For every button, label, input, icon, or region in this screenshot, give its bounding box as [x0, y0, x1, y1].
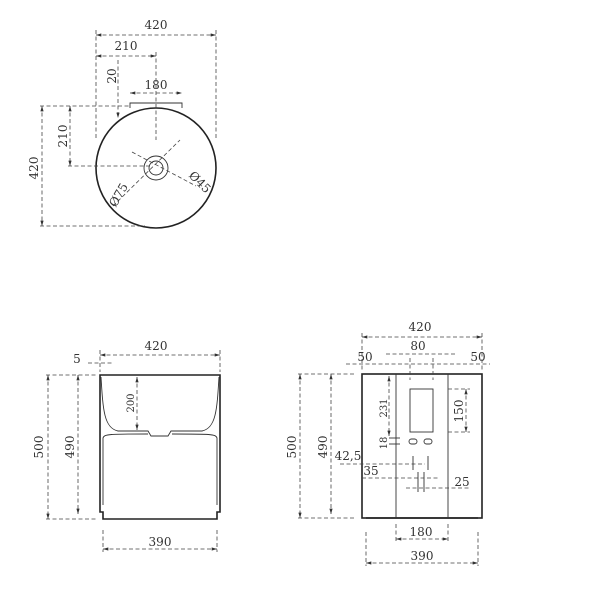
dim-drain-inner: Ø45: [186, 168, 214, 196]
dim-tab-width: 180: [145, 78, 168, 92]
dim-drain-outer: Ø75: [106, 181, 131, 210]
dim-top-half-width: 210: [115, 39, 138, 53]
dim-offset-a: 42,5: [335, 449, 362, 463]
dim-side-height: 500: [285, 436, 299, 459]
drain-outer: [143, 155, 169, 181]
slot-right: [423, 438, 433, 445]
dim-window-height: 150: [452, 400, 466, 423]
dim-top-half-depth: 210: [56, 125, 70, 148]
dim-window-top: 231: [379, 398, 390, 417]
back-tab: [129, 102, 183, 108]
dim-top-width: 420: [145, 18, 168, 32]
dim-offset-c: 25: [454, 475, 469, 489]
dim-top-depth: 420: [27, 157, 41, 180]
dim-side-right-margin: 50: [470, 350, 485, 364]
front-outline: [99, 374, 221, 520]
drain-inner: [148, 160, 164, 176]
window-cutout: [409, 388, 434, 433]
dim-offset-b: 35: [363, 464, 378, 478]
slot-left: [408, 438, 418, 445]
front-view: 420 5 500 490 200 390: [32, 339, 221, 552]
dim-side-base-width: 390: [411, 549, 434, 563]
dim-basin-depth: 200: [126, 393, 137, 412]
dim-top-offset: 20: [105, 68, 119, 83]
dim-panel-width: 180: [410, 525, 433, 539]
dim-front-width: 420: [145, 339, 168, 353]
dim-slot-gap: 18: [379, 437, 390, 450]
dim-front-base-width: 390: [149, 535, 172, 549]
dim-front-wall: 5: [73, 352, 81, 366]
basin-curve: [100, 376, 220, 437]
dim-front-height: 500: [32, 436, 46, 459]
dim-side-width: 420: [409, 320, 432, 334]
top-view: 420 210 20 180 210 420 Ø75 Ø45: [27, 18, 217, 229]
dim-side-left-margin: 50: [357, 350, 372, 364]
side-view: 420 80 50 50 500 490 231 18 42,5 35 25 1…: [285, 320, 490, 566]
dim-front-inner-height: 490: [63, 436, 77, 459]
dim-side-center: 80: [410, 339, 425, 353]
dim-side-inner-height: 490: [316, 436, 330, 459]
